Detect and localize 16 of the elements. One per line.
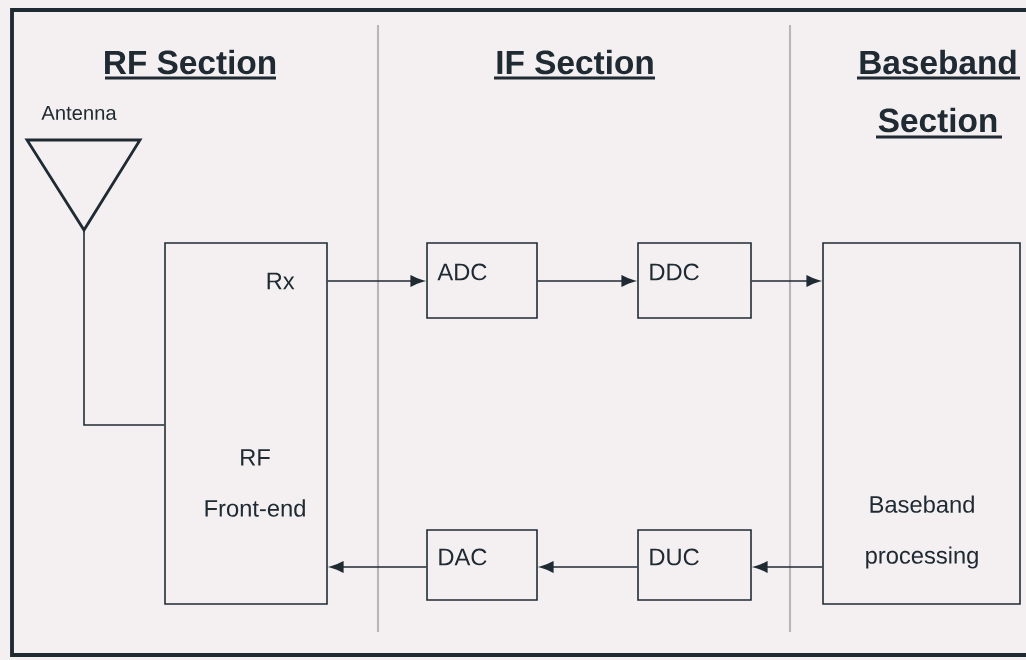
arrow	[330, 561, 427, 573]
section-heading: IF Section	[494, 49, 655, 80]
front-end-box: Rx RF Front-end	[164, 242, 328, 605]
converter-box: DUC	[637, 529, 752, 601]
arrow	[540, 561, 638, 573]
section-heading: Baseband Section	[857, 49, 1020, 139]
converter-box: DDC	[637, 242, 752, 319]
arrow	[754, 561, 823, 573]
converter-box: ADC	[426, 242, 538, 319]
processing-box: Baseband processing	[822, 242, 1021, 605]
connector-line	[83, 229, 165, 426]
converter-box: DAC	[426, 529, 538, 601]
arrow	[327, 275, 424, 287]
section-heading: RF Section	[105, 49, 276, 80]
arrow	[537, 275, 635, 287]
arrow	[751, 275, 820, 287]
